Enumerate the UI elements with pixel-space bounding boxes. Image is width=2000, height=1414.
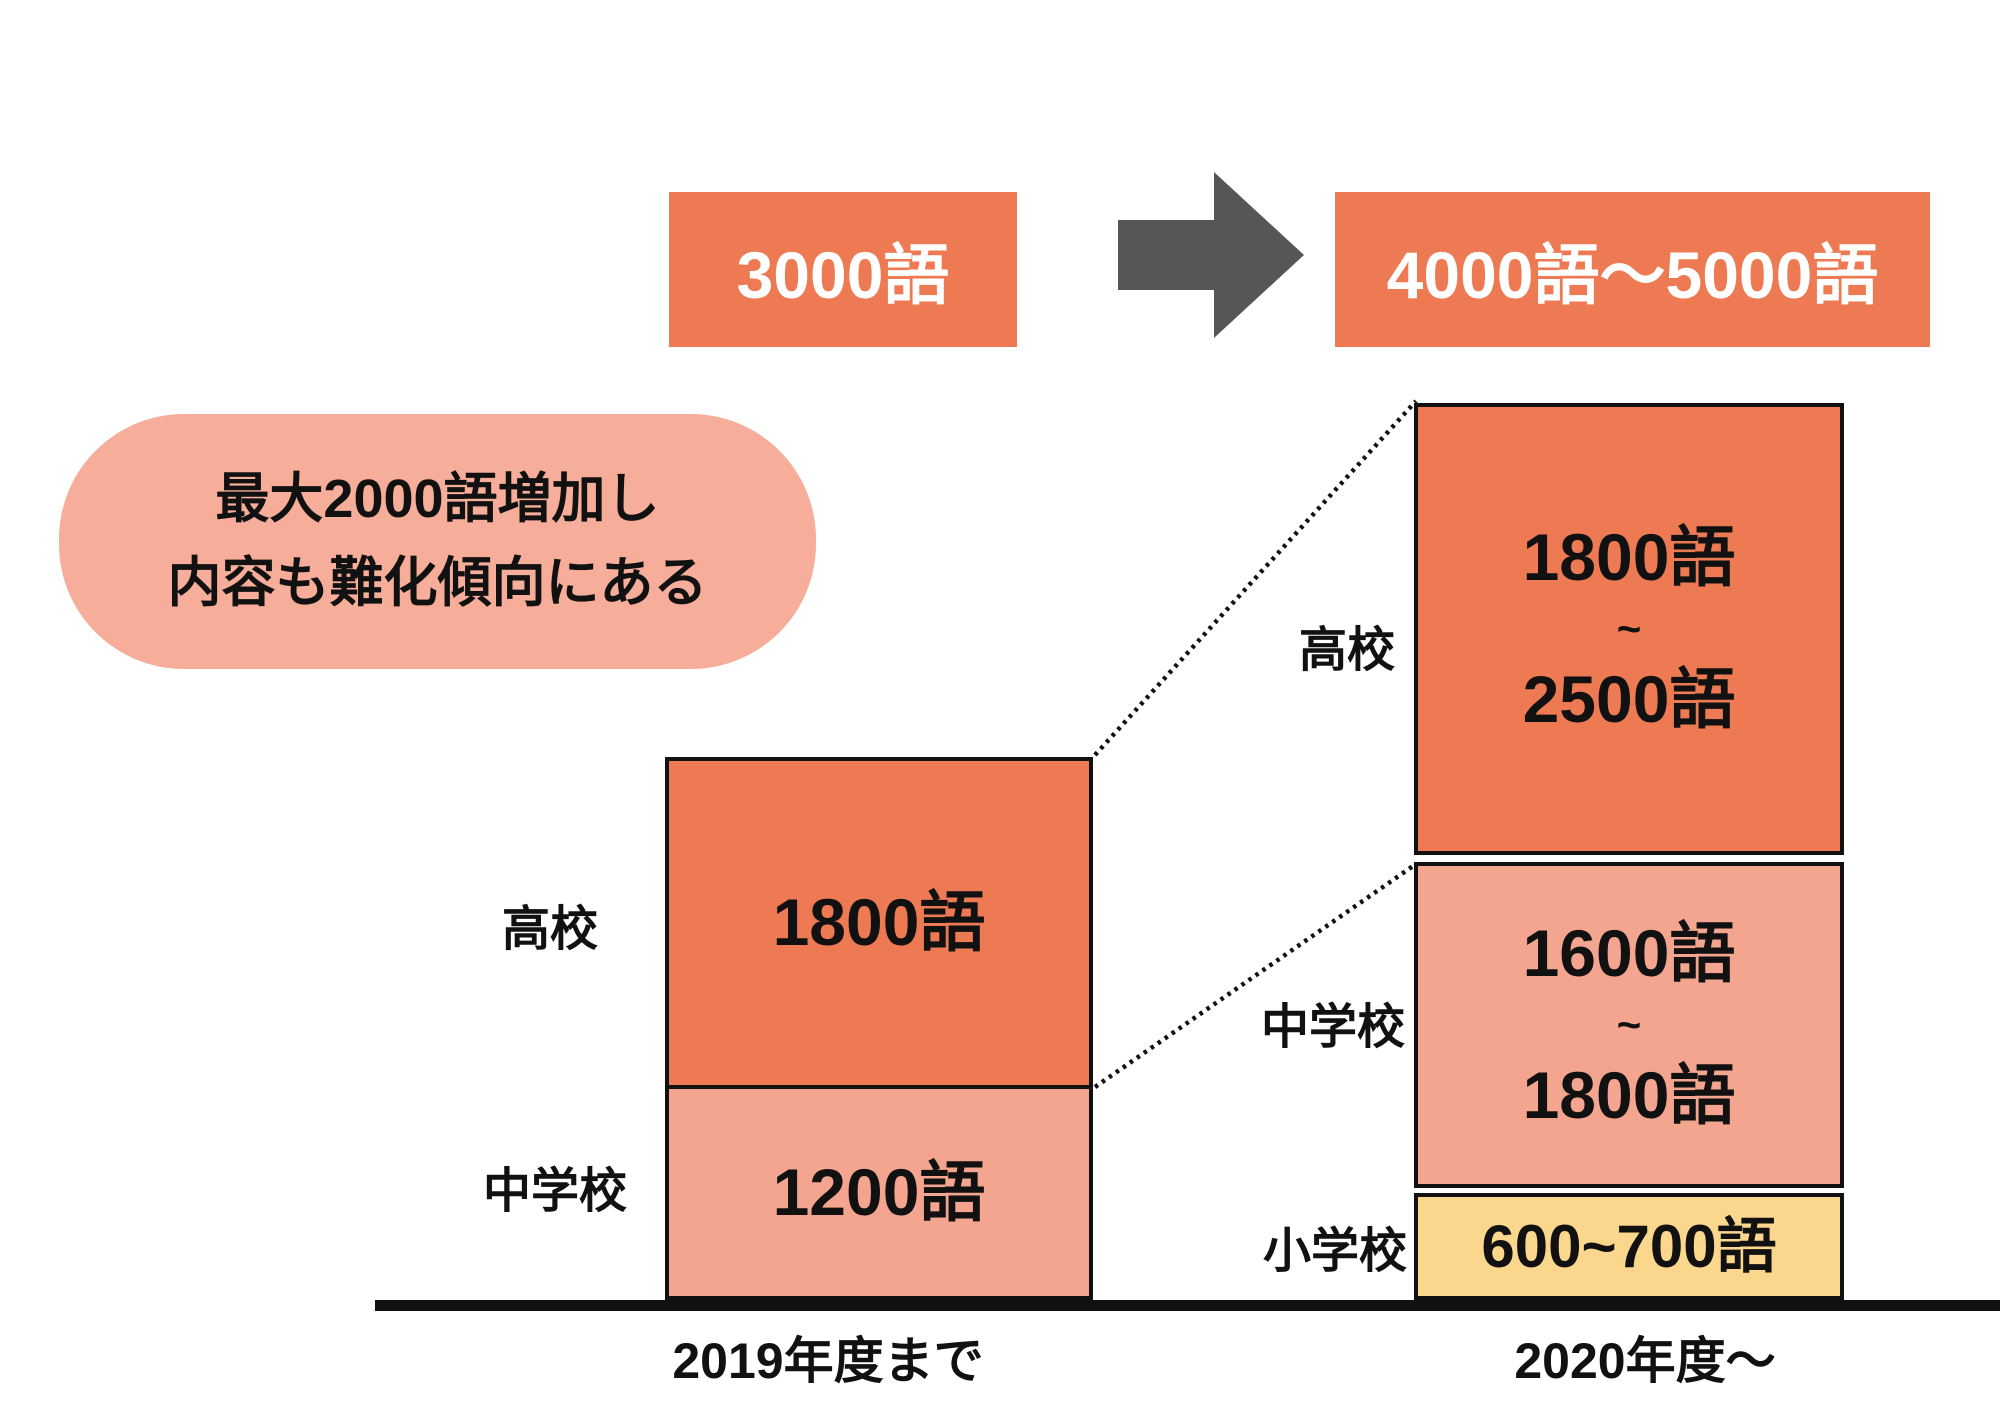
axis-label-2019: 2019年度まで [672,1333,984,1389]
segment-value-top: 1800語 [1522,520,1736,595]
segment-value-bottom: 2500語 [1522,662,1736,736]
total-before-box: 3000語 [669,192,1017,347]
total-before-label: 3000語 [736,237,950,312]
total-after-label: 4000語〜5000語 [1386,237,1879,312]
right-arrow-icon [1118,172,1304,338]
label-2020-elementary: 小学校 [1262,1225,1407,1278]
axis-label-2020: 2020年度〜 [1514,1333,1776,1389]
axis-baseline [375,1300,2000,1311]
segment-value: 600~700語 [1481,1213,1777,1280]
bar-2020-segment-highschool: 1800語 ~ 2500語 [1414,403,1844,855]
total-after-box: 4000語〜5000語 [1335,192,1930,347]
segment-value-top: 1600語 [1522,916,1736,991]
label-2019-juniorhigh: 中学校 [482,1165,627,1218]
segment-value-tilde: ~ [1616,605,1642,652]
callout-line2: 内容も難化傾向にある [167,552,708,613]
segment-value-tilde: ~ [1616,1001,1642,1048]
bar-2020-segment-juniorhigh: 1600語 ~ 1800語 [1414,862,1844,1188]
label-2019-highschool: 高校 [501,903,598,956]
segment-value: 1200語 [772,1154,986,1229]
bar-2019-segment-highschool: 1800語 [665,757,1093,1089]
callout-line1: 最大2000語増加し [215,468,660,529]
segment-value-bottom: 1800語 [1522,1058,1736,1132]
label-2020-juniorhigh: 中学校 [1260,1001,1405,1054]
bar-2020-segment-elementary: 600~700語 [1414,1193,1844,1300]
label-2020-highschool: 高校 [1298,624,1395,677]
dotted-connector-top [1093,399,1418,757]
callout-bubble: 最大2000語増加し 内容も難化傾向にある [59,414,816,669]
segment-value: 1800語 [772,885,986,960]
bar-2019-segment-juniorhigh: 1200語 [665,1085,1093,1300]
